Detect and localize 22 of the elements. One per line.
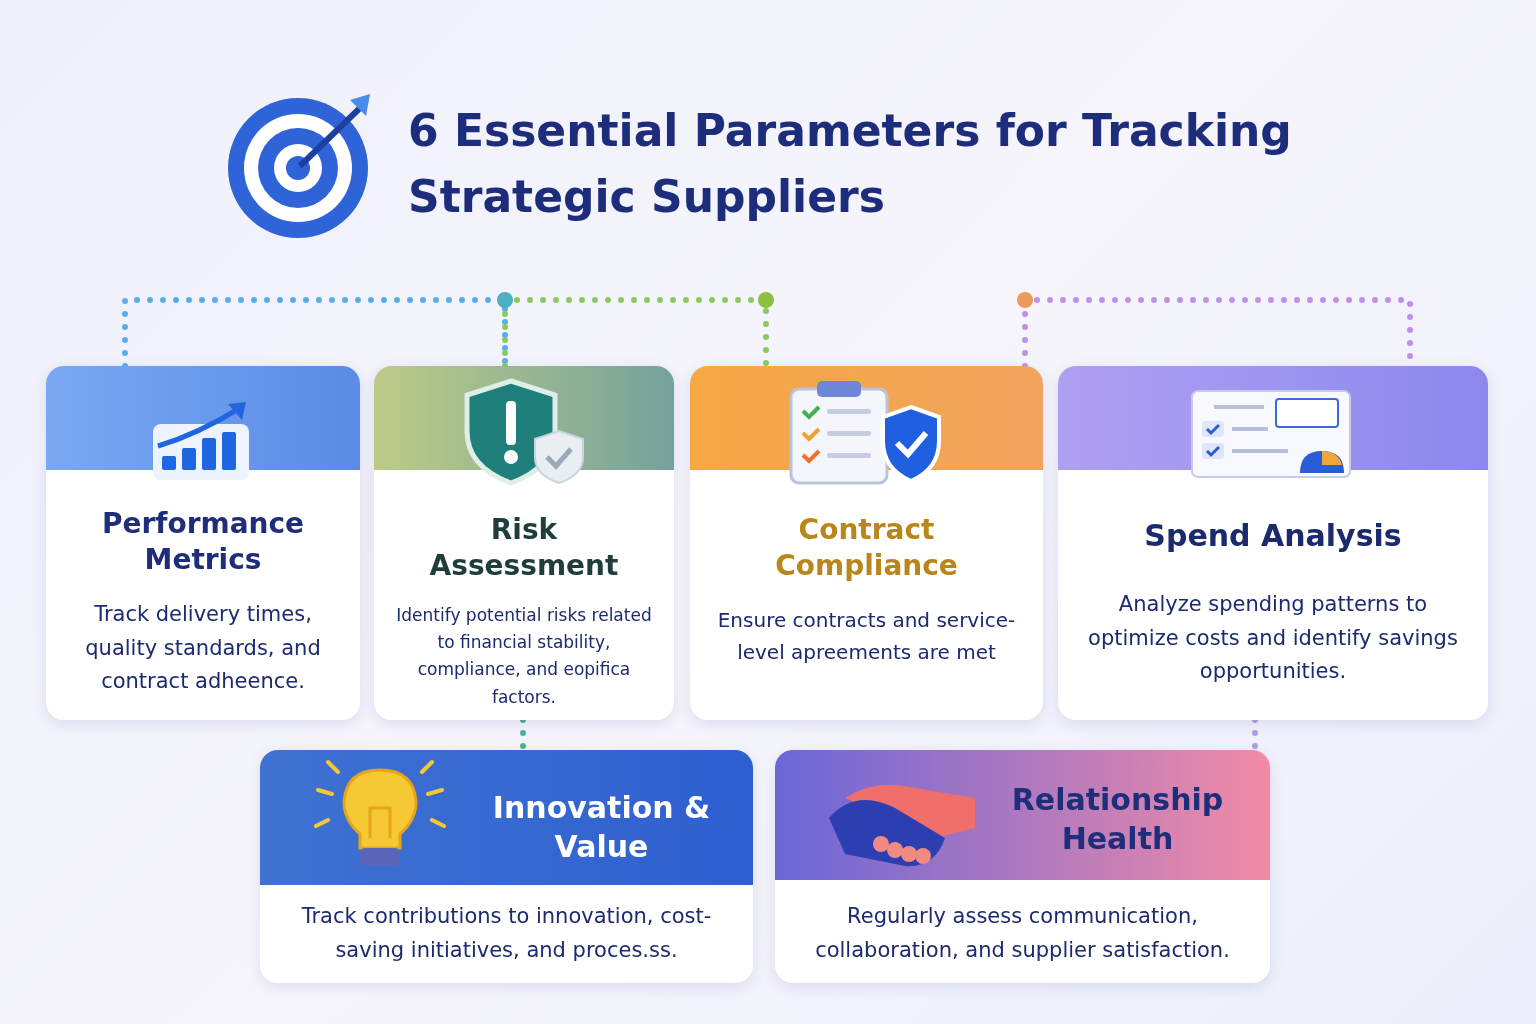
- card-description: Track delivery times, quality standards, and contract adheence.: [84, 601, 322, 696]
- card-heading: Risk Assessment: [428, 512, 620, 585]
- parameter-card: [260, 750, 753, 983]
- parameter-card: [690, 366, 1043, 720]
- card-description: Regularly assess communication, collaboration, and supplier satisfaction.: [814, 903, 1231, 964]
- card-description: Track contributions to innovation, cost-saving initiatives, and proces.ss.: [300, 903, 713, 964]
- title: 6 Essential Parameters for Tracking Strategic Suppliers: [408, 104, 1293, 224]
- card-description: Identify potential risks related to financial stability, compliance, and eopifica factors.: [395, 604, 653, 709]
- card-heading: Performance Metrics: [100, 506, 306, 579]
- dotted-connector: [1022, 297, 1413, 369]
- card-heading: Contract Compliance: [774, 512, 959, 585]
- card-heading: Relationship Health: [1010, 781, 1225, 858]
- parameter-card: [374, 366, 674, 720]
- card-description: Ensure contracts and service-level apreements are met: [716, 607, 1017, 666]
- card-description: Analyze spending patterns to optimize costs and identify savings opportunities.: [1087, 591, 1459, 686]
- parameter-card: [1058, 366, 1488, 720]
- card-heading: Innovation & Value: [491, 789, 712, 866]
- parameter-card: [46, 366, 360, 720]
- card-heading: Spend Analysis: [1143, 517, 1403, 555]
- dotted-connector: [502, 297, 769, 369]
- dotted-connector: [122, 297, 508, 369]
- parameter-card: [775, 750, 1270, 983]
